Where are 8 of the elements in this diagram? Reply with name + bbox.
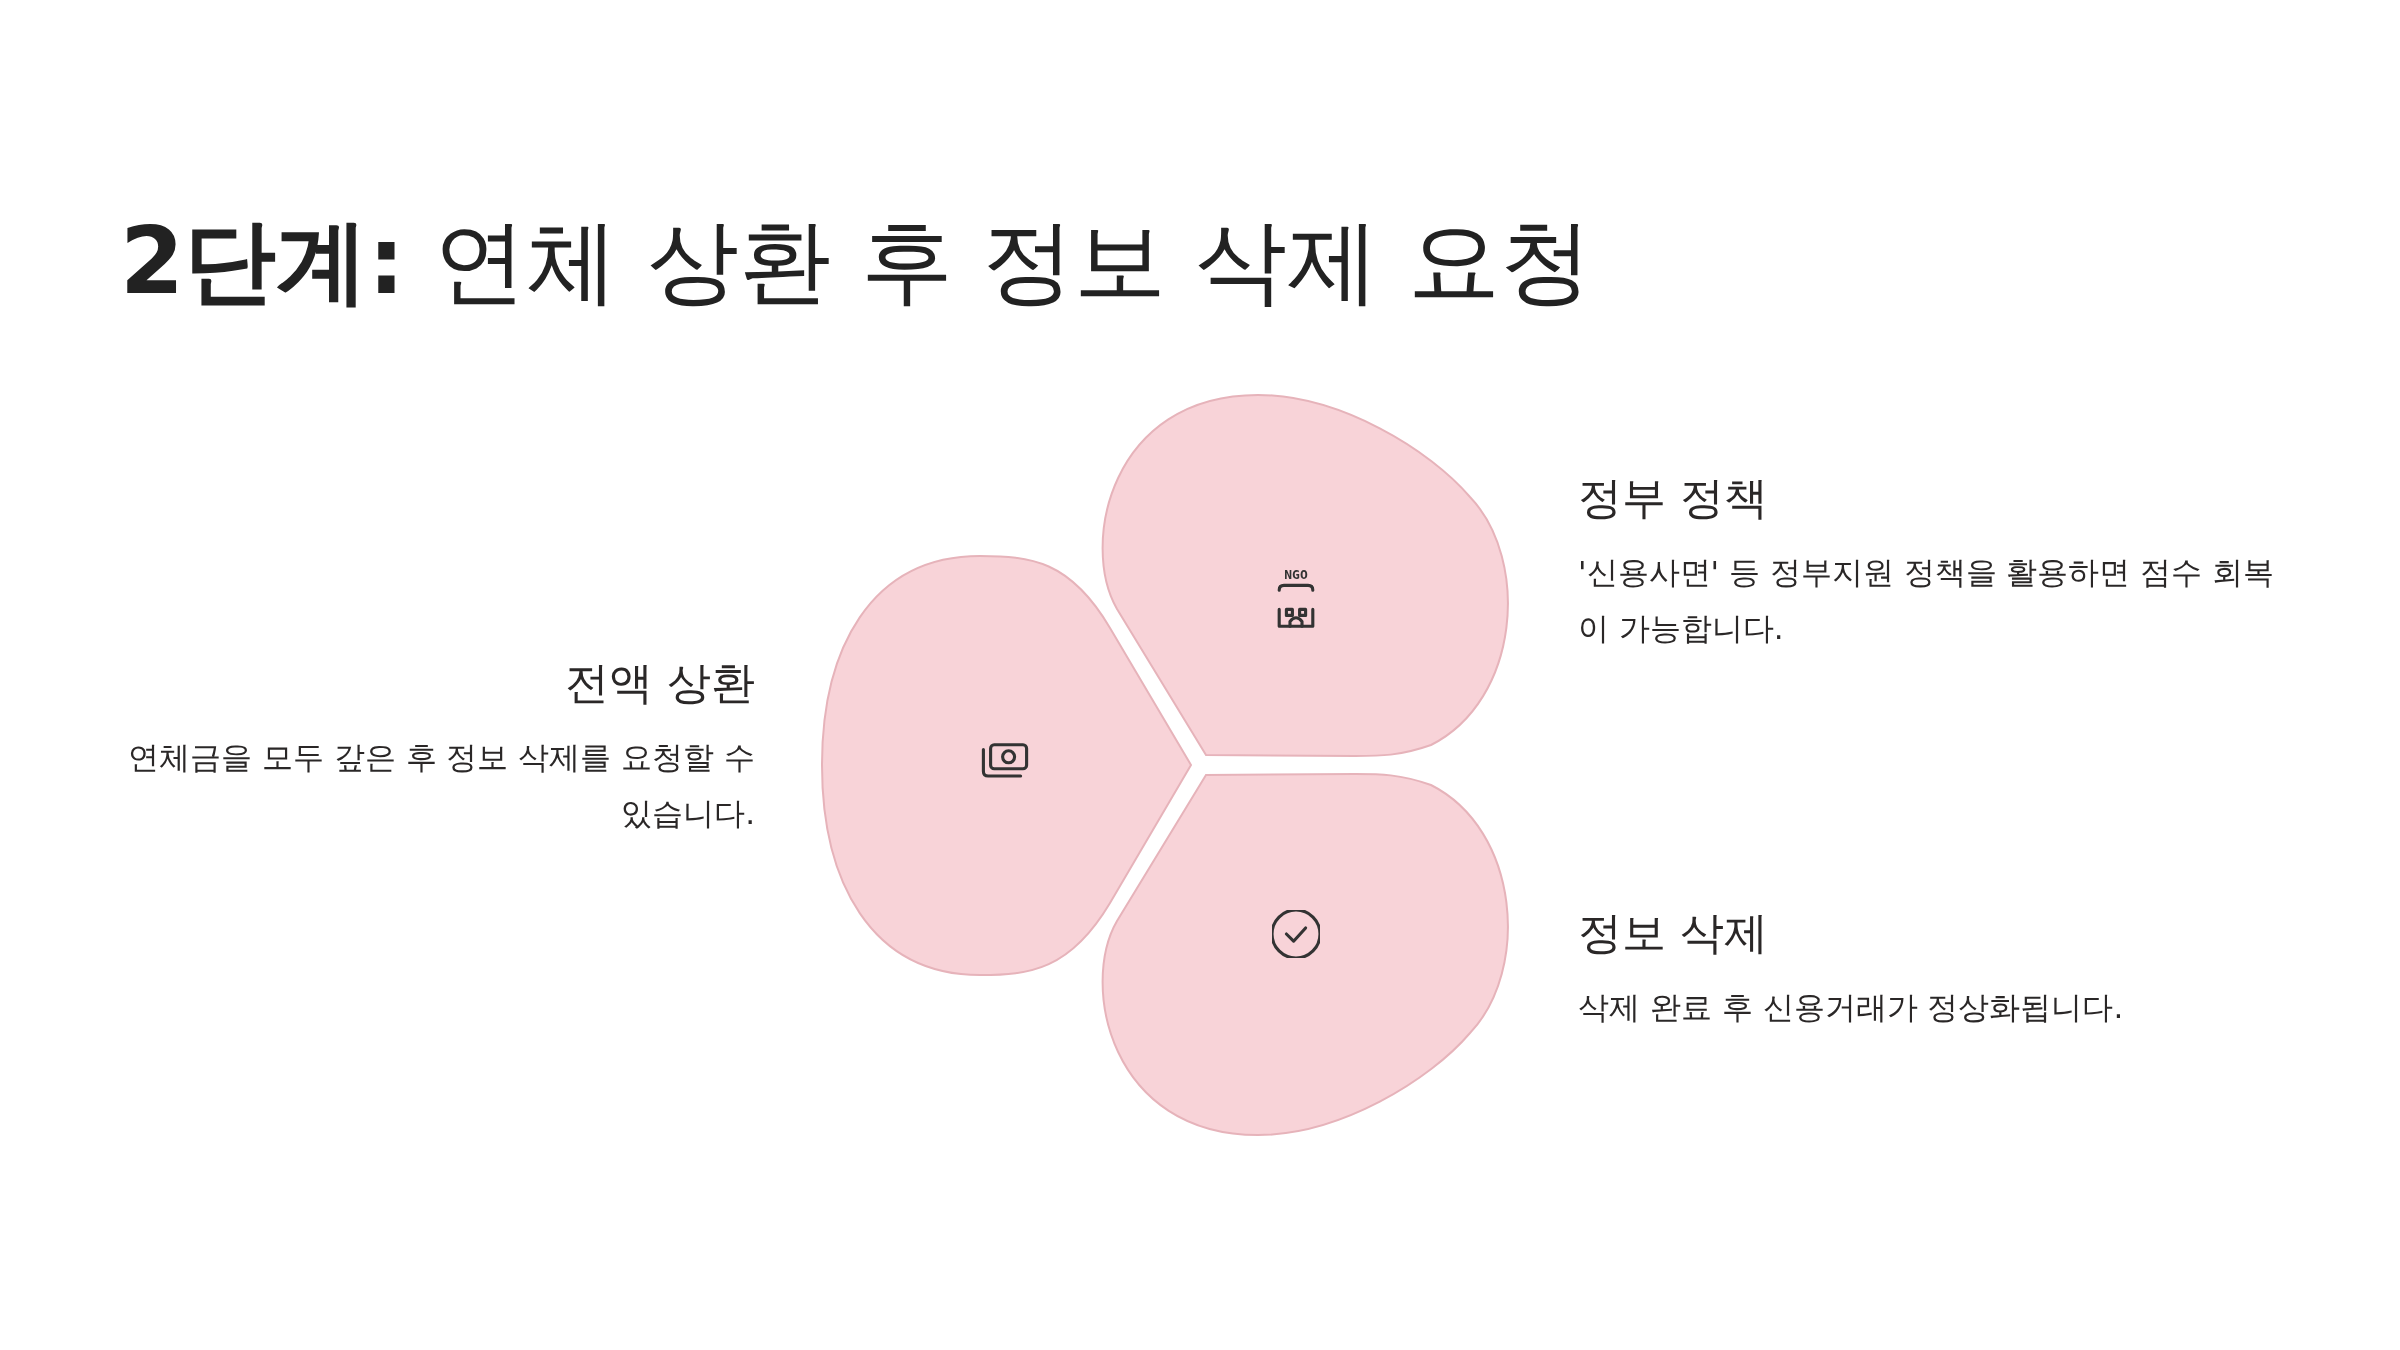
heading: 정보 삭제	[1578, 906, 1769, 960]
heading: 전액 상환	[564, 656, 755, 710]
description: 연체금을 모두 갚은 후 정보 삭제를 요청할 수 있습니다.	[127, 738, 755, 833]
description: 삭제 완료 후 신용거래가 정상화됩니다.	[1578, 988, 2125, 1027]
icon-text: NGO	[1283, 567, 1309, 583]
heading: 정부 정책	[1578, 471, 1769, 525]
description: '신용사면' 등 정부지원 정책을 활용하면 점수 회복이 가능합니다.	[1578, 553, 2276, 648]
title: 2단계: 연체 상환 후 정보 삭제 요청	[120, 207, 1593, 317]
